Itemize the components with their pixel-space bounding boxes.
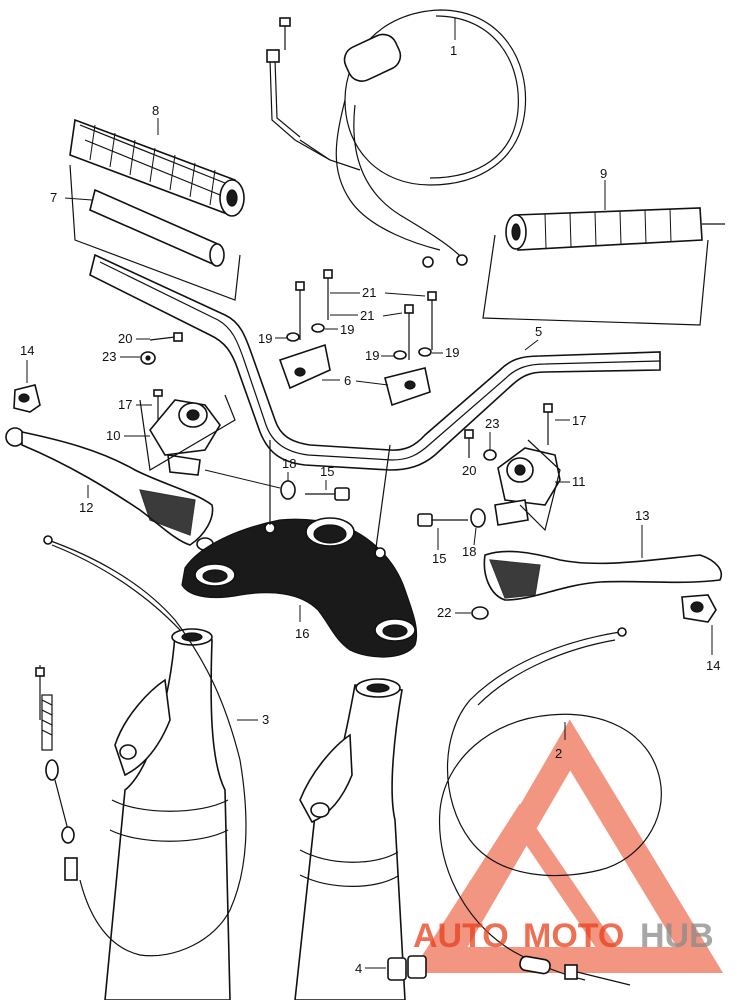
svg-text:MOTO: MOTO — [523, 917, 624, 955]
callout-15b: 15 — [432, 551, 446, 566]
bolt-20-right — [464, 429, 474, 458]
callout-9: 9 — [600, 166, 607, 181]
callout-13: 13 — [635, 508, 649, 523]
callout-19d: 19 — [445, 345, 459, 360]
fork-tube-left — [104, 628, 231, 1000]
grip-9 — [482, 207, 725, 326]
callout-17b: 17 — [572, 413, 586, 428]
callout-12: 12 — [79, 500, 93, 515]
callout-2: 2 — [555, 746, 562, 761]
callout-3: 3 — [262, 712, 269, 727]
callout-19c: 19 — [365, 348, 379, 363]
callout-7: 7 — [50, 190, 57, 205]
cable-3 — [35, 535, 247, 957]
callout-21b: 21 — [360, 308, 374, 323]
spacer-18-right — [470, 508, 486, 528]
callout-6: 6 — [344, 373, 351, 388]
fork-top-bridge-16 — [181, 440, 418, 658]
grip-rubber-7 — [69, 164, 241, 301]
callout-19a: 19 — [258, 331, 272, 346]
callout-20a: 20 — [118, 331, 132, 346]
callout-5: 5 — [535, 324, 542, 339]
bolt-15-center — [305, 487, 350, 501]
bolts-21 — [295, 269, 437, 360]
mirror-14-right — [681, 594, 717, 623]
lever-bracket-10 — [139, 394, 236, 476]
bolt-15-right — [417, 513, 468, 527]
callout-11: 11 — [572, 474, 586, 489]
lever-12-left — [5, 427, 214, 546]
clip-4 — [387, 955, 427, 981]
lever-13-right — [483, 550, 722, 601]
callout-19b: 19 — [340, 322, 354, 337]
grip-8 — [69, 118, 245, 217]
callout-18b: 18 — [462, 544, 476, 559]
callout-10: 10 — [106, 428, 120, 443]
nut-22-right — [471, 606, 489, 620]
handlebar-holders-6 — [278, 343, 431, 407]
mirror-14-left — [13, 384, 41, 413]
spacer-18-center — [280, 480, 296, 500]
callout-23b: 23 — [485, 416, 499, 431]
callout-14a: 14 — [20, 343, 34, 358]
callout-1: 1 — [450, 43, 457, 58]
nut-23-right — [483, 449, 497, 461]
cable-1 — [266, 9, 527, 268]
bolt-17-right — [543, 403, 553, 445]
callout-22b: 22 — [437, 605, 451, 620]
washers-19 — [286, 323, 432, 360]
callout-21a: 21 — [362, 285, 376, 300]
bolt-20-left — [149, 332, 183, 342]
fork-tube-right — [294, 678, 406, 1000]
callout-17a: 17 — [118, 397, 132, 412]
callout-16: 16 — [295, 626, 309, 641]
lever-bracket-11 — [494, 439, 561, 532]
callout-8: 8 — [152, 103, 159, 118]
cable-2 — [438, 627, 662, 986]
watermark-text: AUTO MOTO HUB — [413, 917, 714, 955]
handlebar-5 — [89, 253, 661, 471]
callout-18a: 18 — [282, 456, 296, 471]
callout-23a: 23 — [102, 349, 116, 364]
bolt-17-left — [153, 389, 163, 420]
svg-text:AUTO: AUTO — [413, 917, 509, 955]
callout-14b: 14 — [706, 658, 720, 673]
callout-15a: 15 — [320, 464, 334, 479]
svg-text:HUB: HUB — [640, 917, 714, 955]
callout-4: 4 — [355, 961, 362, 976]
nut-23-left — [140, 351, 156, 365]
callout-20b: 20 — [462, 463, 476, 478]
